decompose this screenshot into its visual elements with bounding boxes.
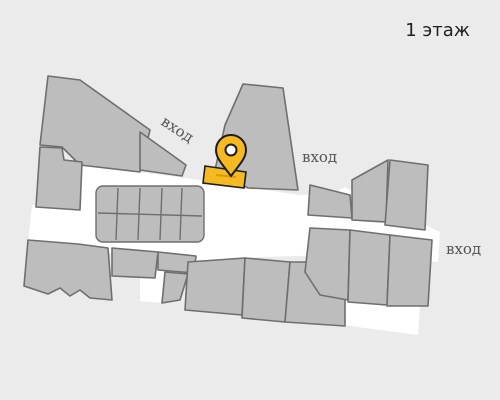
- room-north-east-2[interactable]: [351, 159, 389, 223]
- entrance-right-label: вход: [446, 240, 481, 258]
- floor-label: 1 этаж: [405, 20, 470, 41]
- kiosk-block[interactable]: [95, 185, 205, 243]
- location-pin-icon[interactable]: [214, 134, 248, 178]
- room-east-2[interactable]: [347, 229, 391, 306]
- room-west-large[interactable]: [39, 75, 151, 173]
- room-north-east-3[interactable]: [384, 159, 429, 231]
- room-east-3[interactable]: [386, 234, 433, 307]
- room-west-edge[interactable]: [35, 146, 83, 211]
- room-south-6[interactable]: [241, 257, 291, 323]
- room-east-1[interactable]: [304, 227, 351, 301]
- entrance-top-left-label: вход: [158, 112, 197, 146]
- room-south-west[interactable]: [23, 239, 113, 301]
- room-south-5[interactable]: [184, 257, 246, 316]
- rooms: [23, 75, 433, 327]
- room-south-2[interactable]: [111, 247, 159, 279]
- room-south-4[interactable]: [161, 271, 189, 304]
- entrance-top-right-label: вход: [302, 148, 337, 166]
- room-west-corner[interactable]: [139, 131, 187, 177]
